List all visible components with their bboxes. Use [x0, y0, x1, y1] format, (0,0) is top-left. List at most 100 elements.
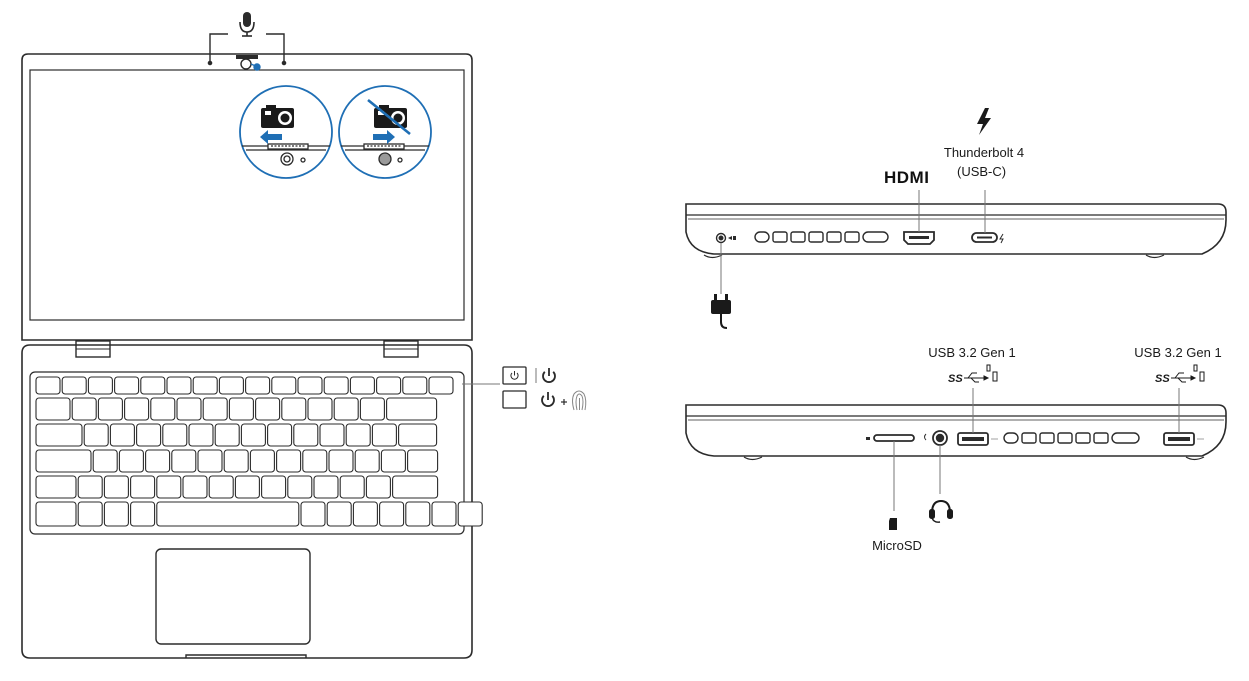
keyboard-key	[208, 475, 234, 499]
keyboard-key	[87, 376, 113, 395]
keyboard-key	[402, 376, 428, 395]
keyboard-key	[197, 449, 223, 473]
keyboard-key	[77, 501, 103, 527]
ss-logo-text: SS	[948, 373, 963, 385]
keyboard-key	[35, 449, 92, 473]
camera-icon	[261, 105, 294, 128]
audio-jack	[924, 430, 948, 446]
keyboard-key	[202, 397, 228, 421]
camera-shutter-open-detail	[239, 85, 333, 179]
keyboard-key	[245, 376, 271, 395]
keyboard-key	[114, 376, 140, 395]
ss-logo-text: SS	[1155, 373, 1170, 385]
keyboard-key	[261, 475, 287, 499]
keyboard-key	[326, 501, 352, 527]
keyboard-key	[218, 376, 244, 395]
headset-icon	[929, 499, 953, 523]
keyboard-key	[35, 397, 71, 421]
keyboard-key	[103, 501, 129, 527]
keyboard-key	[130, 501, 156, 527]
keyboard-key	[345, 423, 371, 447]
keyboard-key	[249, 449, 275, 473]
keyboard-key	[319, 423, 345, 447]
keyboard-key	[124, 397, 150, 421]
sd-card-icon	[889, 518, 897, 530]
hdmi-port	[903, 231, 935, 245]
camera-off-icon	[367, 98, 411, 136]
keyboard-key	[431, 501, 457, 527]
keyboard-key	[376, 376, 402, 395]
keyboard-key	[35, 475, 77, 499]
keyboard-key	[267, 423, 293, 447]
keyboard-key	[35, 423, 83, 447]
keyboard-key	[313, 475, 339, 499]
keyboard-key	[339, 475, 365, 499]
power-button-callout	[462, 366, 587, 411]
microphone-icon	[239, 12, 255, 37]
power-plug-icon	[711, 294, 731, 329]
power-icon	[510, 371, 519, 380]
keyboard-key	[293, 423, 319, 447]
keyboard-key	[323, 376, 349, 395]
hdmi-logo: HDMI	[884, 168, 929, 187]
keyboard-key	[35, 376, 61, 395]
keyboard-key	[380, 449, 406, 473]
keyboard-key	[150, 397, 176, 421]
keyboard-key	[354, 449, 380, 473]
touchpad	[155, 548, 311, 645]
keyboard-key	[307, 397, 333, 421]
keyboard-key	[287, 475, 313, 499]
keyboard-key	[398, 423, 438, 447]
keyboard-key	[77, 475, 103, 499]
keyboard-key	[171, 449, 197, 473]
vent-grille-2	[1003, 432, 1140, 444]
arrow-right-icon	[373, 130, 395, 144]
keyboard-key	[71, 397, 97, 421]
keyboard-key	[145, 449, 171, 473]
microphone-callout	[207, 33, 287, 66]
microsd-slot	[866, 434, 915, 442]
keyboard-key	[349, 376, 375, 395]
usb-trident-icon	[1171, 364, 1205, 383]
keyboard-key	[103, 475, 129, 499]
keyboard-key	[392, 475, 439, 499]
keyboard-deck	[29, 371, 465, 535]
thunderbolt-label: Thunderbolt 4	[944, 145, 1024, 160]
laptop-screen	[29, 69, 465, 321]
keyboard-key	[407, 449, 439, 473]
keyboard-key	[182, 475, 208, 499]
usb-right-label: USB 3.2 Gen 1	[1134, 345, 1221, 360]
keyboard-key	[333, 397, 359, 421]
fingerprint-icon	[572, 390, 587, 411]
power-icon	[541, 392, 555, 407]
keyboard-key	[192, 376, 218, 395]
keyboard-key	[92, 449, 118, 473]
usb-a-port-left	[957, 432, 998, 446]
keyboard-key	[118, 449, 144, 473]
microsd-label: MicroSD	[872, 538, 922, 553]
keyboard-key	[61, 376, 87, 395]
keyboard-key	[176, 397, 202, 421]
keyboard-key	[428, 376, 454, 395]
keyboard-key	[271, 376, 297, 395]
thunderbolt-sub-label: (USB-C)	[957, 164, 1006, 179]
keyboard-key	[97, 397, 123, 421]
usb-a-port-right	[1163, 432, 1204, 446]
webcam-shutter	[236, 55, 258, 59]
laptop-top-view	[21, 12, 483, 659]
keyboard-key	[130, 475, 156, 499]
usb-ss-logo-left: SS	[948, 364, 998, 385]
keyboard-key	[156, 475, 182, 499]
usb-ss-logo-right: SS	[1155, 364, 1205, 385]
keyboard-key	[234, 475, 260, 499]
keyboard-key	[255, 397, 281, 421]
keyboard-key	[297, 376, 323, 395]
webcam-lens	[240, 58, 252, 70]
keyboard-key	[386, 397, 438, 421]
keyboard-key	[223, 449, 249, 473]
keyboard-key	[83, 423, 109, 447]
keyboard-key	[359, 397, 385, 421]
front-notch	[185, 654, 307, 658]
laptop-right-side-view	[685, 388, 1227, 511]
